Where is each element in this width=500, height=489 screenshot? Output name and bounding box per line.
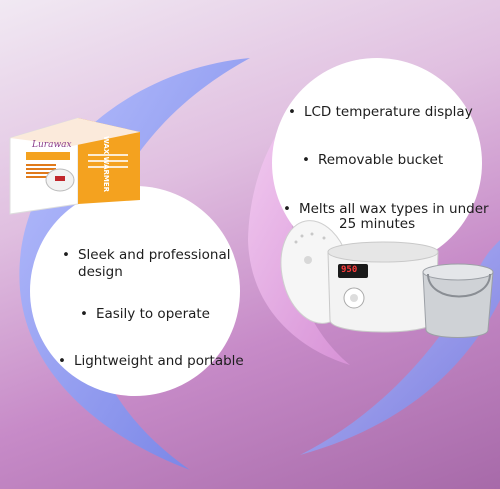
bullet: • <box>283 201 291 217</box>
box-product-name: WAX WARMER <box>102 136 110 193</box>
feature-melts-all-wax: • Melts all wax types in under <box>283 201 489 218</box>
box-logo-text: Lurawax <box>32 140 72 150</box>
feature-text: Melts all wax types in under <box>298 201 489 217</box>
feature-text: Removable bucket <box>317 152 444 168</box>
feature-easily-to-operate: • Easily to operate <box>80 306 210 323</box>
device-temperature-display: 950 <box>341 265 358 275</box>
feature-text: Sleek and professional <box>77 247 231 263</box>
feature-text: Easily to operate <box>95 306 210 322</box>
feature-sleek-professional-continued: design <box>78 264 123 281</box>
product-box-image <box>9 117 140 215</box>
wax-warmer-device-image <box>280 220 494 338</box>
feature-text: LCD temperature display <box>303 104 473 120</box>
feature-lcd-temperature-display: • LCD temperature display <box>288 104 473 121</box>
feature-lightweight-portable: • Lightweight and portable <box>58 353 244 370</box>
feature-sleek-professional: • Sleek and professional <box>62 247 231 264</box>
bullet: • <box>288 104 296 120</box>
bullet: • <box>58 353 66 369</box>
bullet: • <box>62 247 70 263</box>
bullet: • <box>80 306 88 322</box>
feature-melts-all-wax-continued: 25 minutes <box>339 216 415 233</box>
feature-text: 25 minutes <box>339 216 416 232</box>
feature-text: Lightweight and portable <box>73 353 244 369</box>
feature-text: design <box>78 264 123 280</box>
left-feature-circle <box>30 186 240 396</box>
feature-removable-bucket: • Removable bucket <box>302 152 443 169</box>
bullet: • <box>302 152 310 168</box>
